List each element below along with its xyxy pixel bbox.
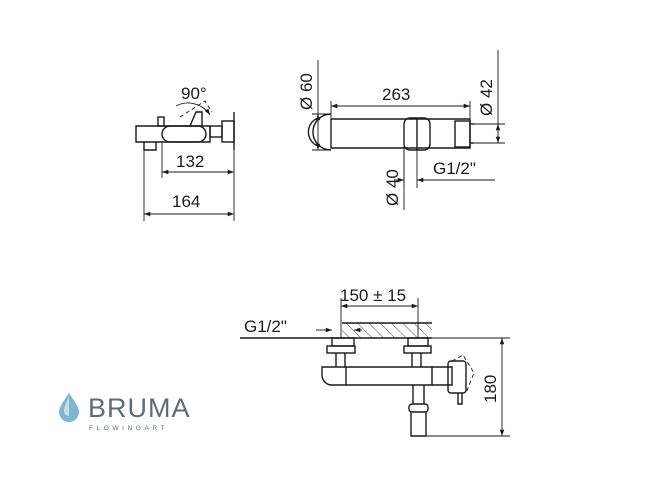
rotation-label: 90°: [181, 84, 207, 103]
depth-outer-label: 164: [172, 192, 200, 211]
brand-name: BRUMA: [88, 393, 191, 423]
ring-diameter-label: Ø 40: [383, 169, 402, 206]
handle-diameter-label: Ø 42: [477, 79, 496, 116]
wall-connection-label: G1/2": [244, 317, 287, 336]
brand-tagline: FLOWINGART: [89, 425, 168, 432]
height-label: 180: [481, 375, 500, 403]
brand-logo: BRUMA FLOWINGART: [59, 393, 191, 432]
top-view: 263 G1/2" Ø 60 Ø 42 Ø 40: [297, 50, 505, 210]
depth-inner-label: 132: [176, 152, 204, 171]
front-view: 150 ± 15 G1/2" 180: [240, 286, 510, 437]
body-diameter-label: Ø 60: [297, 73, 316, 110]
side-view: 90° 132 164: [135, 84, 235, 221]
center-distance-label: 150 ± 15: [340, 286, 406, 305]
top-connection-label: G1/2": [433, 159, 476, 178]
body-length-label: 263: [382, 85, 410, 104]
